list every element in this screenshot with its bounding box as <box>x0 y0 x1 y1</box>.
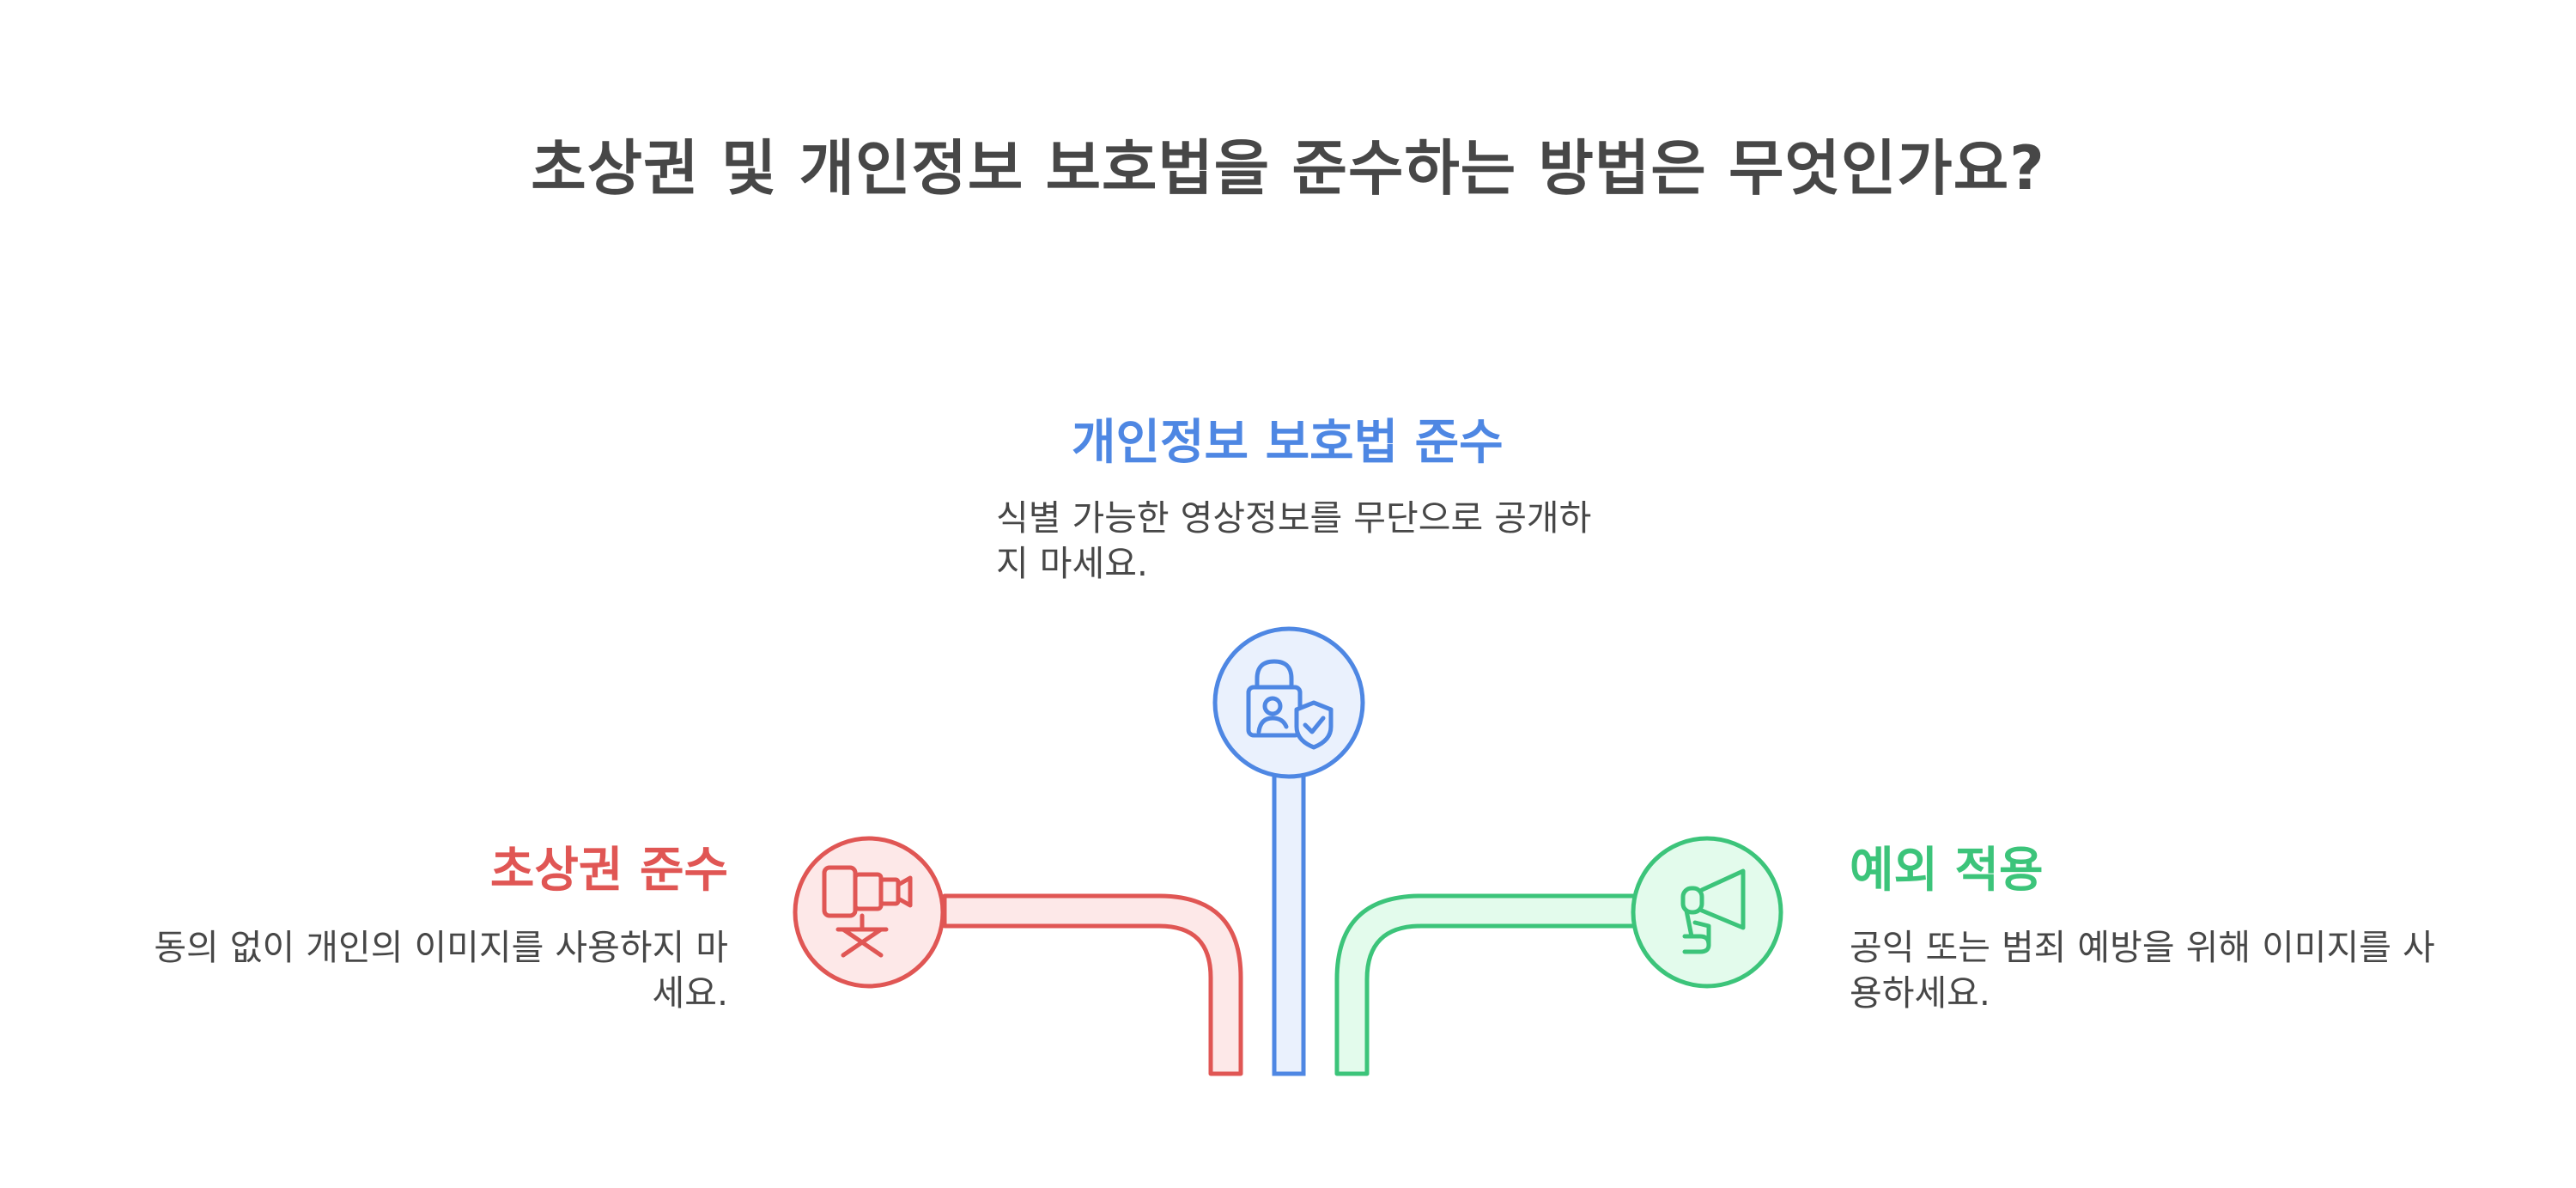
camera-tripod-icon <box>822 865 913 958</box>
right-description: 공익 또는 범죄 예방을 위해 이미지를 사용하세요. <box>1850 927 2435 1014</box>
center-heading: 개인정보 보호법 준수 <box>1072 415 1504 471</box>
lock-shield-user-icon <box>1246 659 1334 750</box>
center-description: 식별 가능한 영상정보를 무단으로 공개하지 마세요. <box>996 497 1592 584</box>
green-connector-pipe <box>1334 893 1638 1076</box>
right-heading: 예외 적용 <box>1850 843 2044 899</box>
blue-icon-circle <box>1212 626 1365 779</box>
red-icon-circle <box>793 836 945 989</box>
exception-left-heading: 초상권 준수 <box>489 843 728 899</box>
page-title: 초상권 및 개인정보 보호법을 준수하는 방법은 무엇인가요? <box>531 133 2045 204</box>
blue-connector-pipe <box>1272 771 1306 1076</box>
megaphone-icon <box>1680 868 1746 954</box>
left-description: 동의 없이 개인의 이미지를 사용하지 마세요. <box>154 927 728 1014</box>
red-connector-pipe <box>942 893 1243 1076</box>
